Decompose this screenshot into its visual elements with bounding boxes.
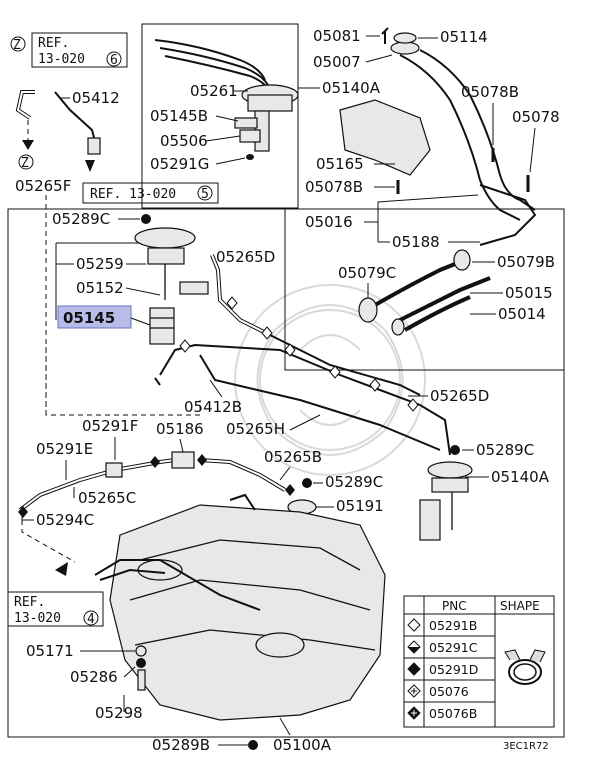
nut-icon bbox=[302, 478, 312, 488]
part-label-05289C-c[interactable]: 05289C bbox=[325, 473, 383, 491]
part-label-05261[interactable]: 05261 bbox=[190, 82, 238, 100]
part-label-05188[interactable]: 05188 bbox=[392, 233, 440, 251]
ref-5-text: REF. 13-020 bbox=[90, 187, 176, 202]
part-label-05291E[interactable]: 05291E bbox=[36, 440, 93, 458]
ref-z-num: 6 bbox=[110, 53, 118, 68]
ref-13-020-4-box[interactable]: REF. 13-020 4 bbox=[7, 591, 104, 627]
part-label-05100A[interactable]: 05100A bbox=[273, 736, 332, 754]
part-label-05265F[interactable]: 05265F bbox=[15, 177, 71, 195]
ref-5-num: 5 bbox=[201, 187, 209, 202]
part-label-05265C[interactable]: 05265C bbox=[78, 489, 136, 507]
part-label-05186[interactable]: 05186 bbox=[156, 420, 204, 438]
part-label-05165[interactable]: 05165 bbox=[316, 155, 364, 173]
part-label-05191[interactable]: 05191 bbox=[336, 497, 384, 515]
part-label-05078[interactable]: 05078 bbox=[512, 108, 560, 126]
part-label-05291G[interactable]: 05291G bbox=[150, 155, 209, 173]
legend-row-2: 05291D bbox=[429, 662, 478, 677]
part-label-05078B-b[interactable]: 05078B bbox=[305, 178, 363, 196]
legend-row-3: 05076 bbox=[429, 684, 469, 699]
part-label-05007[interactable]: 05007 bbox=[313, 53, 361, 71]
highlighted-part-box bbox=[57, 305, 132, 329]
vent-tube-05412[interactable] bbox=[15, 90, 101, 155]
part-label-05171[interactable]: 05171 bbox=[26, 642, 74, 660]
arrow-down-left-icon bbox=[55, 562, 68, 576]
part-label-05265D-b[interactable]: 05265D bbox=[430, 387, 489, 405]
part-label-05140A-top[interactable]: 05140A bbox=[322, 79, 381, 97]
nut-icon bbox=[136, 658, 146, 668]
part-label-05140A-bot[interactable]: 05140A bbox=[491, 468, 550, 486]
ref-4-num: 4 bbox=[87, 612, 95, 627]
part-label-05081[interactable]: 05081 bbox=[313, 27, 361, 45]
clamp-icon bbox=[246, 154, 254, 160]
filler-protector-05165[interactable] bbox=[339, 99, 431, 176]
part-label-05152[interactable]: 05152 bbox=[76, 279, 124, 297]
fuel-pump-module-05259[interactable] bbox=[134, 227, 209, 345]
part-label-05289C-a[interactable]: 05289C bbox=[52, 210, 110, 228]
legend-row-1: 05291C bbox=[429, 640, 478, 655]
part-label-05014[interactable]: 05014 bbox=[498, 305, 546, 323]
fuel-line-05412B[interactable] bbox=[154, 343, 451, 456]
ref-4-line1: REF. bbox=[14, 595, 45, 610]
part-label-05015[interactable]: 05015 bbox=[505, 284, 553, 302]
part-label-05079C[interactable]: 05079C bbox=[338, 264, 396, 282]
clip-shape-legend-table: PNC SHAPE 05291B 05291C 05291D 05076 050… bbox=[403, 595, 555, 728]
part-label-05289C-b[interactable]: 05289C bbox=[476, 441, 534, 459]
part-label-05114[interactable]: 05114 bbox=[440, 28, 488, 46]
legend-row-0: 05291B bbox=[429, 618, 477, 633]
part-label-05145B[interactable]: 05145B bbox=[150, 107, 208, 125]
part-label-05016[interactable]: 05016 bbox=[305, 213, 353, 231]
ref-z-line2: 13-020 bbox=[38, 52, 85, 67]
part-label-05289B[interactable]: 05289B bbox=[152, 736, 210, 754]
fuel-tank-frame bbox=[7, 208, 565, 738]
ref-4-line2: 13-020 bbox=[14, 611, 61, 626]
bolt-icon bbox=[137, 669, 146, 691]
arrow-down-icon bbox=[85, 160, 95, 172]
nut-icon bbox=[450, 445, 460, 455]
part-label-05412[interactable]: 05412 bbox=[72, 89, 120, 107]
fuel-tank-05100A[interactable] bbox=[94, 493, 386, 721]
fuel-hose-05265D[interactable] bbox=[210, 254, 271, 337]
arrow-down-icon bbox=[22, 140, 34, 150]
part-label-05265D-a[interactable]: 05265D bbox=[216, 248, 275, 266]
vapor-hose-05265C[interactable] bbox=[18, 451, 287, 512]
filler-hose-05015[interactable] bbox=[358, 249, 491, 336]
fuel-pump-detail-frame bbox=[141, 23, 299, 209]
nut-icon bbox=[248, 740, 258, 750]
z-marker: Z bbox=[21, 156, 29, 171]
return-line-05265D[interactable] bbox=[269, 334, 421, 396]
legend-header-shape: SHAPE bbox=[500, 599, 540, 613]
legend-header-pnc: PNC bbox=[442, 599, 467, 613]
ref-13-020-5-box[interactable]: REF. 13-020 5 bbox=[82, 182, 219, 204]
part-label-05079B[interactable]: 05079B bbox=[497, 253, 555, 271]
diagram-code: 3EC1R72 bbox=[503, 741, 549, 752]
diamond-filled-icon bbox=[407, 662, 421, 676]
part-label-05506[interactable]: 05506 bbox=[160, 132, 208, 150]
ref-z-line1: REF. bbox=[38, 36, 69, 51]
filler-neck-05016[interactable] bbox=[390, 32, 537, 246]
diamond-outline-icon bbox=[407, 618, 421, 632]
hose-clamp-icon bbox=[504, 649, 546, 685]
part-label-05291F[interactable]: 05291F bbox=[82, 417, 138, 435]
nut-icon bbox=[141, 214, 151, 224]
legend-row-4: 05076B bbox=[429, 706, 477, 721]
screw-icon bbox=[381, 27, 389, 44]
part-label-05265B[interactable]: 05265B bbox=[264, 448, 322, 466]
plug-icon bbox=[135, 645, 147, 657]
part-label-05294C[interactable]: 05294C bbox=[36, 511, 94, 529]
watermark-emblem bbox=[234, 284, 426, 476]
ref-13-020-6-box[interactable]: Z REF. 13-020 6 bbox=[10, 32, 128, 68]
fuel-pump-assembly-05261[interactable] bbox=[154, 39, 299, 152]
part-label-05265H[interactable]: 05265H bbox=[226, 420, 285, 438]
part-label-05412B[interactable]: 05412B bbox=[184, 398, 242, 416]
part-label-05145-highlighted[interactable]: 05145 bbox=[63, 309, 115, 327]
part-label-05286[interactable]: 05286 bbox=[70, 668, 118, 686]
part-label-05298[interactable]: 05298 bbox=[95, 704, 143, 722]
part-label-05259[interactable]: 05259 bbox=[76, 255, 124, 273]
clip-markers bbox=[18, 296, 419, 518]
fuel-gauge-unit-05140A[interactable] bbox=[419, 461, 473, 541]
ref-z-letter: Z bbox=[13, 38, 21, 53]
part-label-05078B-a[interactable]: 05078B bbox=[461, 83, 519, 101]
